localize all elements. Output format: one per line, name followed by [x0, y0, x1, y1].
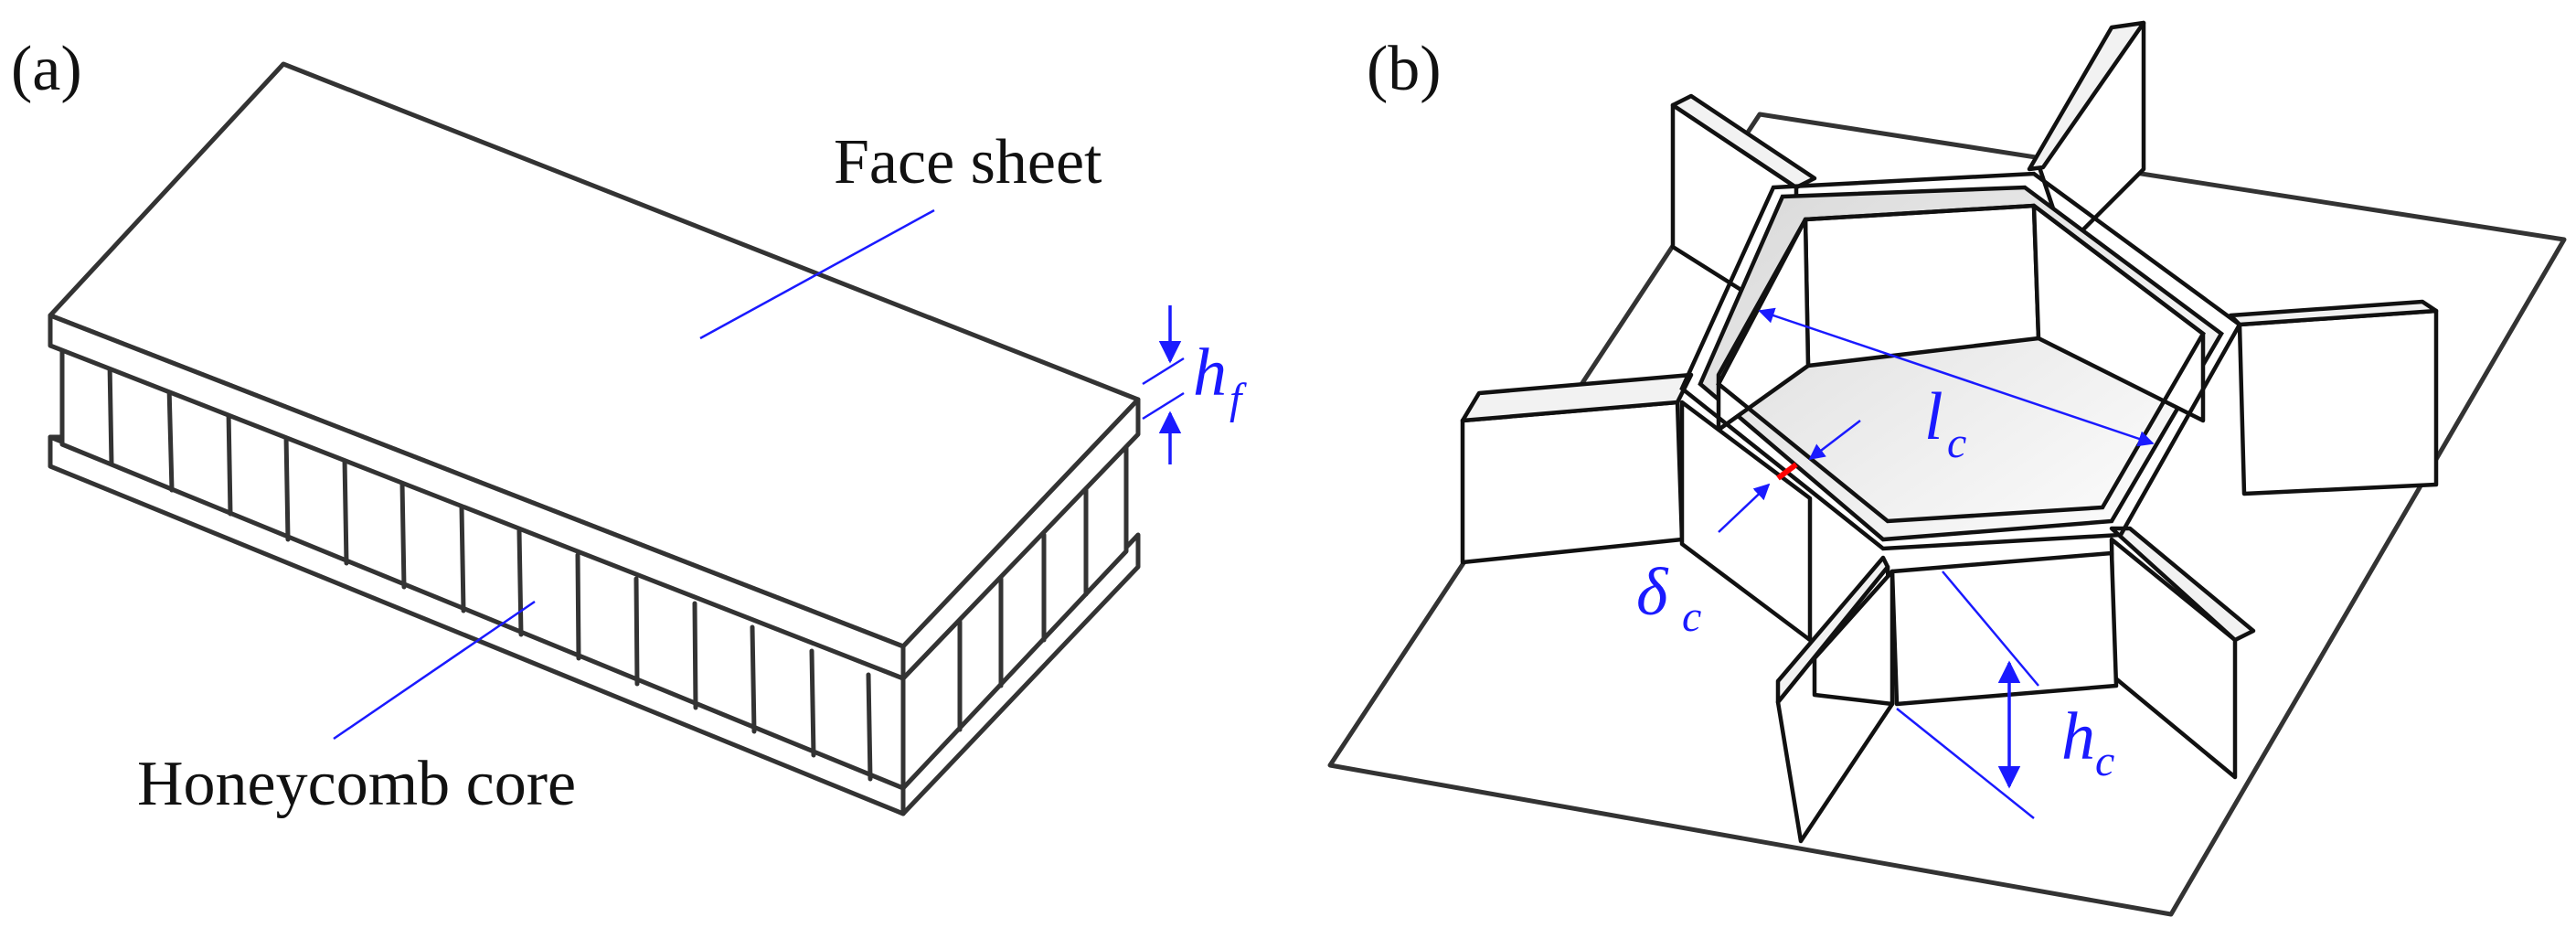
lc-symbol: l [1924, 379, 1943, 454]
wall-thickness-dimension: δ c [1636, 420, 1861, 641]
honeycomb-core-leader [333, 600, 536, 741]
hex-rim-outer [1679, 171, 2242, 551]
top-face-sheet-side [900, 397, 1141, 681]
hf-subscript: f [1229, 375, 1247, 423]
panel-a-label: (a) [11, 34, 82, 104]
panel-a: (a) [11, 34, 1247, 819]
front-walls [1679, 400, 2119, 707]
core-cell-walls [107, 360, 1089, 782]
sandwich-panel-drawing [48, 61, 1141, 816]
hc-symbol: h [2061, 699, 2095, 774]
cell-length-dimension: l c [1758, 307, 2155, 467]
delta-subscript: c [1682, 592, 1701, 641]
face-sheet-label: Face sheet [834, 127, 1102, 197]
delta-symbol: δ [1636, 555, 1669, 630]
lc-subscript: c [1947, 419, 1966, 467]
panel-b: (b) [1327, 20, 2567, 917]
face-sheet-thickness-dimension: h f [1142, 305, 1247, 464]
face-sheet-leader [699, 208, 935, 340]
hf-symbol: h [1193, 336, 1227, 411]
hex-rim-inner [1716, 203, 2206, 524]
hc-subscript: c [2095, 737, 2114, 785]
core-height-dimension: h c [1896, 571, 2114, 819]
wall-thickness-marker [1776, 462, 1798, 481]
panel-b-label: (b) [1367, 34, 1442, 104]
honeycomb-core-label: Honeycomb core [137, 749, 576, 819]
